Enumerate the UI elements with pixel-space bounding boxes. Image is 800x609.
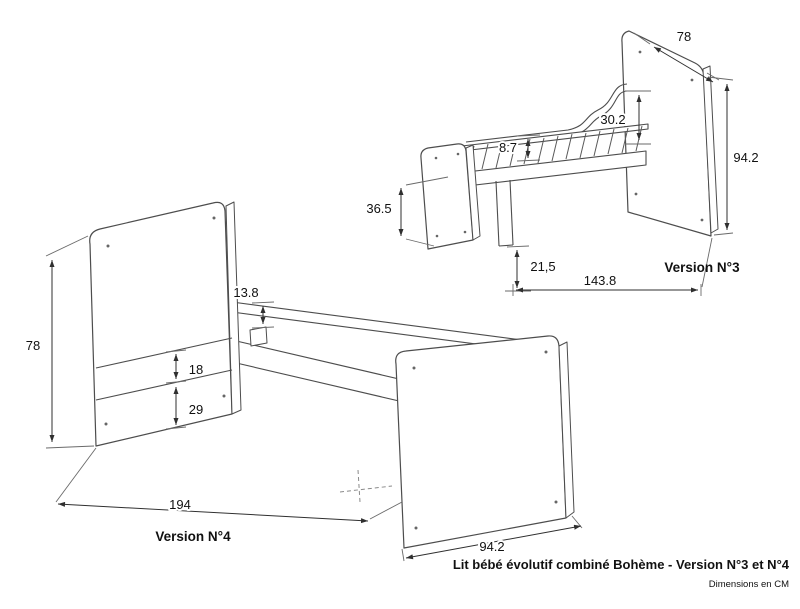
v3-rail-low-label: 8.7 [499,140,517,155]
units-note: Dimensions en CM [709,579,789,590]
v4-support-bracket [249,326,268,347]
bed-version3-drawing [420,30,719,250]
v3-dimensions: 78 94.2 30.2 8.7 36.5 21,5 143.8 Version… [364,27,761,296]
v4-width-label: 94.2 [479,539,504,554]
v4-headboard-panel [89,201,233,447]
v3-top-width-label: 78 [677,29,691,44]
v4-hidden-leg [339,469,393,503]
v3-leg [495,179,514,247]
v4-raildepth-label: 18 [189,362,203,377]
v3-version-label: Version N°3 [664,260,740,275]
v3-top-width-dimline [653,46,714,83]
v4-base-line-bottom [95,369,233,401]
v4-support-label: 13.8 [233,285,258,300]
v4-footboard-panel [395,335,567,549]
v3-footheight-label: 36.5 [366,201,391,216]
v4-footboard-edge [558,341,575,519]
v4-near-rail [231,339,413,405]
v4-version-label: Version N°4 [155,529,231,544]
v3-footboard-edge [465,144,481,241]
v3-clearance-label: 21,5 [530,259,555,274]
v3-slats [467,125,643,172]
v3-length-label: 143.8 [584,273,617,288]
v4-length-dimline [57,501,369,524]
v4-underrail-label: 29 [189,402,203,417]
v3-rail-high-label: 30.2 [600,112,625,127]
v4-headboard-edge [225,201,242,415]
v4-base-line-top [95,337,233,369]
v3-height-label: 94.2 [733,150,758,165]
caption-block: Lit bébé évolutif combiné Bohème - Versi… [453,557,790,590]
v3-near-rail [457,150,647,188]
diagram-title: Lit bébé évolutif combiné Bohème - Versi… [453,557,790,572]
v4-width-dimline [405,524,582,560]
bed-version4-drawing [89,201,575,549]
v4-length-label: 194 [169,497,191,512]
v4-headheight-label: 78 [26,338,40,353]
v4-dimensions: 78 13.8 18 29 194 94.2 Version N°4 [24,235,583,562]
v3-curved-rail-top [465,83,628,143]
v3-headboard-panel [621,30,712,237]
